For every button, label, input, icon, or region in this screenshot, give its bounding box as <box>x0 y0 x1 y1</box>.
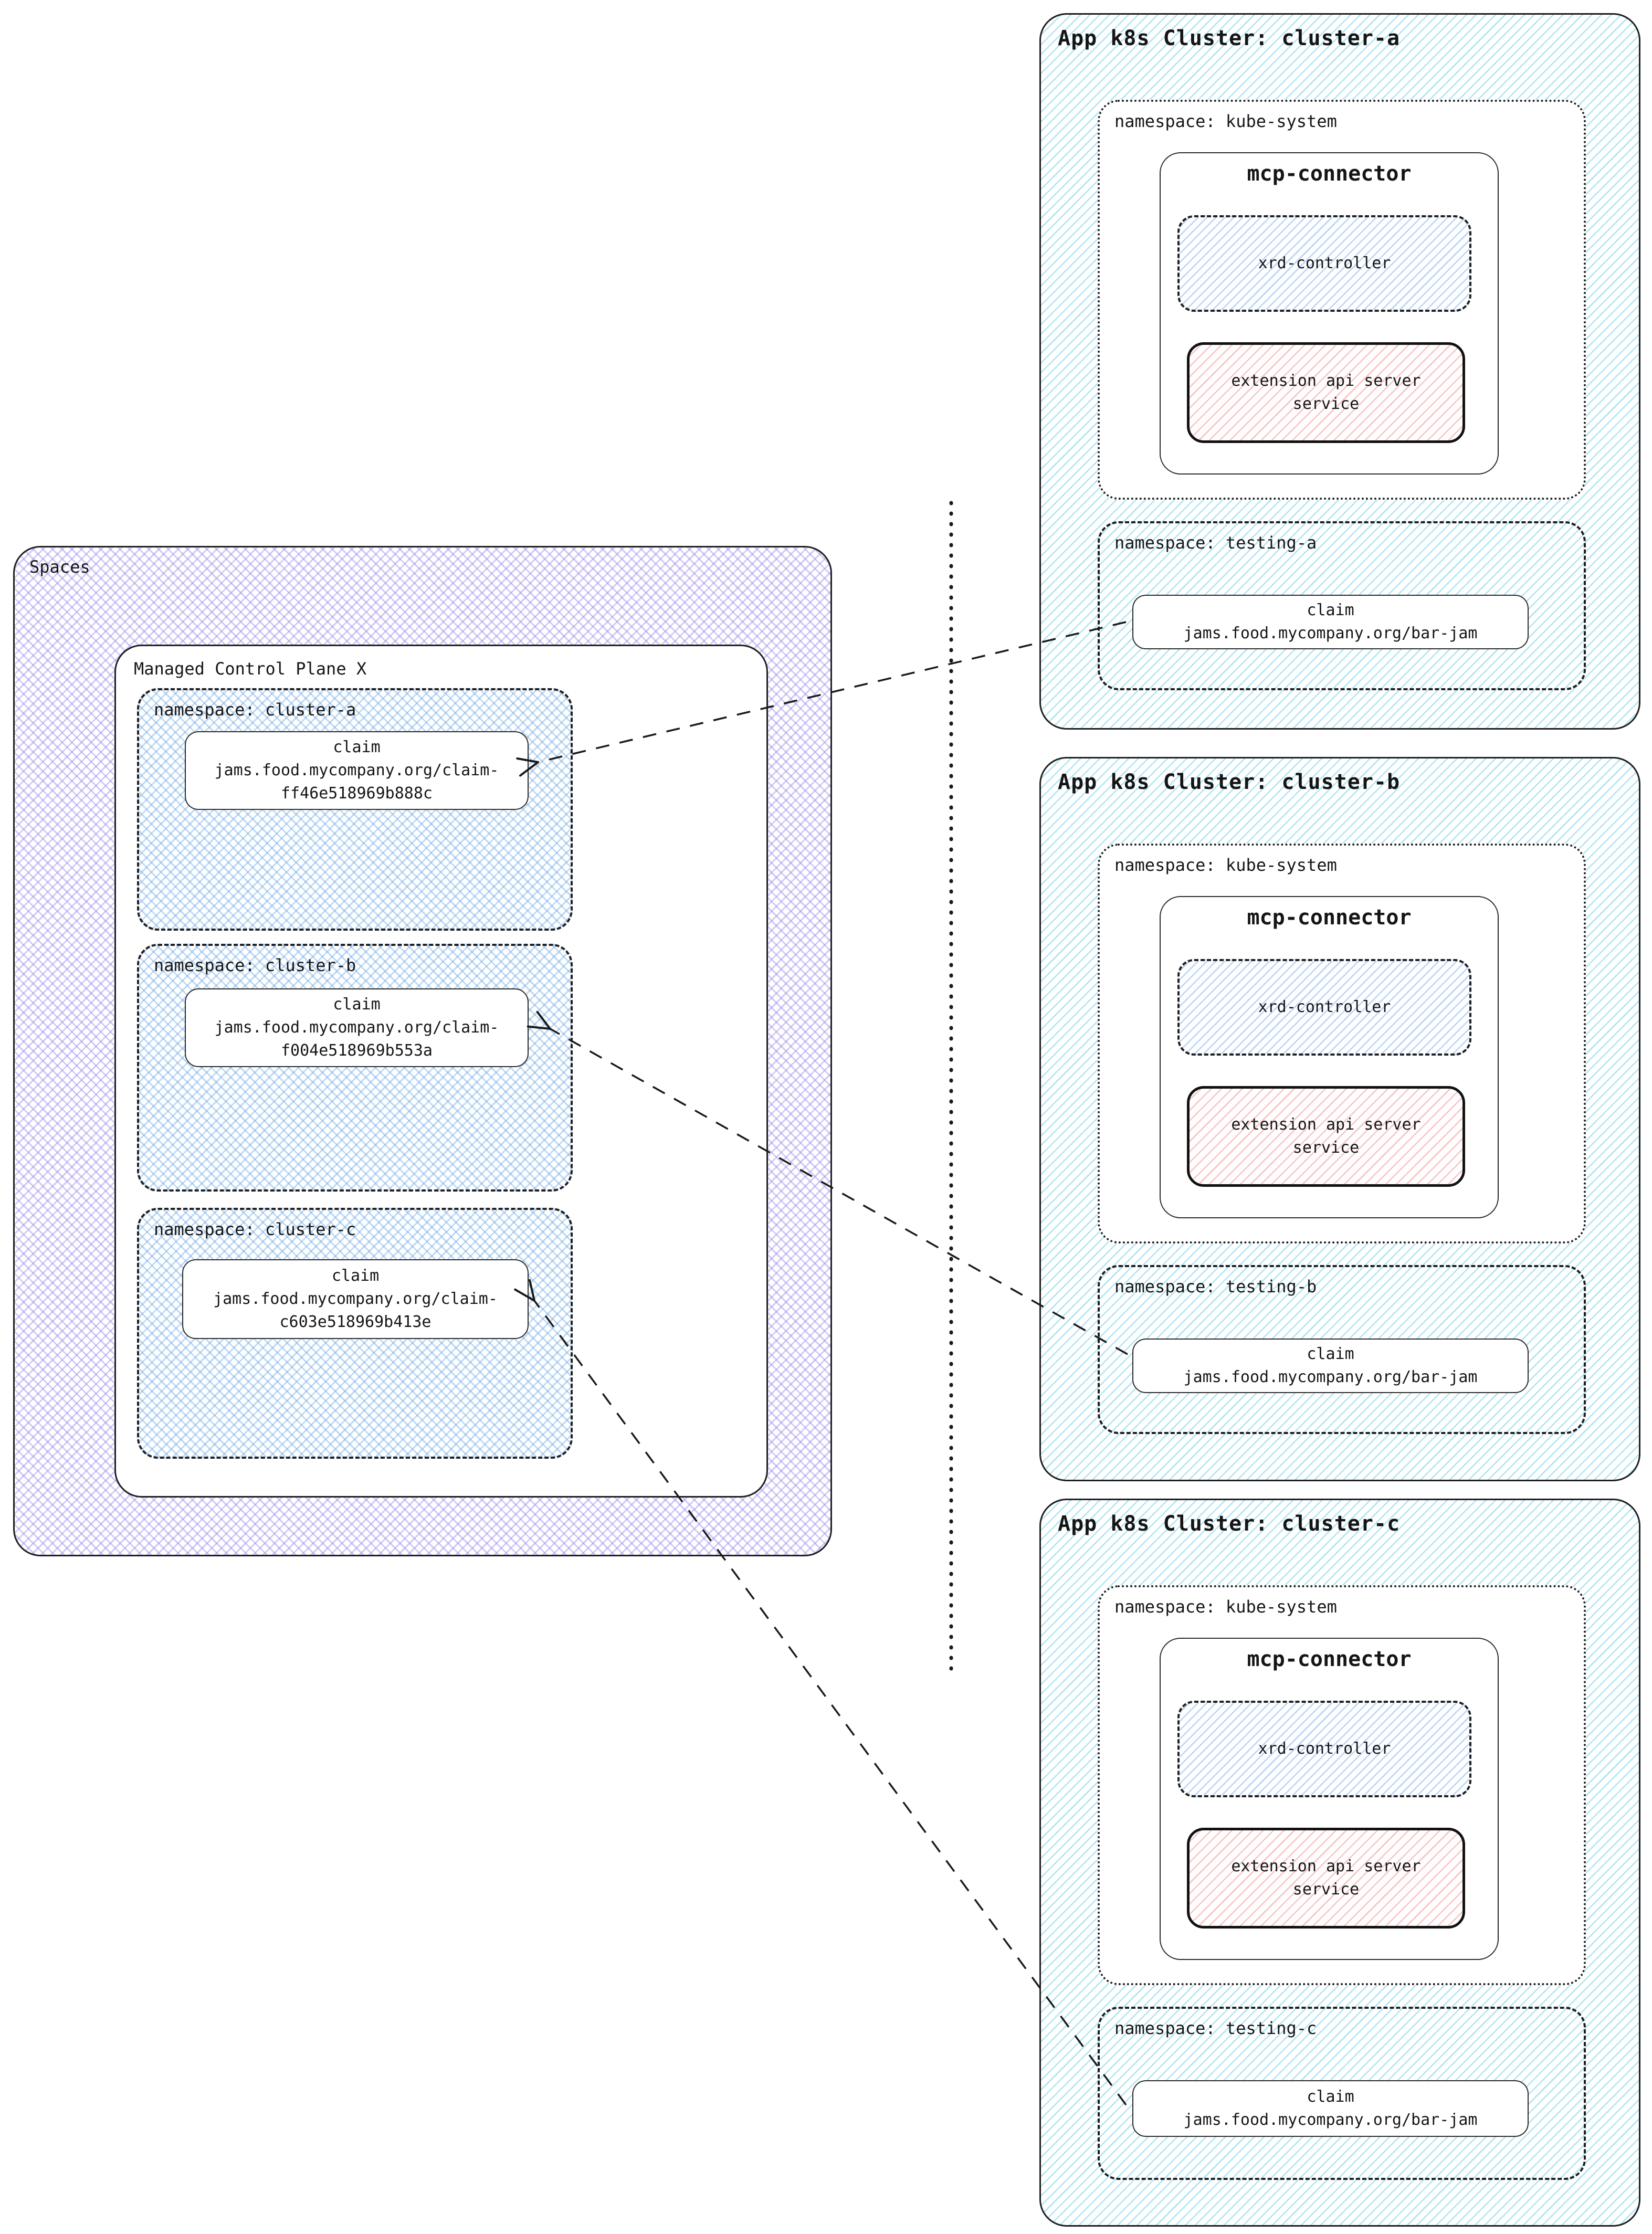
claim-path-line2: c603e518969b413e <box>279 1313 432 1331</box>
app-cluster-b-title: App k8s Cluster: cluster-b <box>1058 770 1401 794</box>
claim-path-line2: f004e518969b553a <box>281 1041 433 1060</box>
namespace-kube-system-b: namespace: kube-system mcp-connector xrd… <box>1098 844 1586 1244</box>
claim-title: claim <box>1307 1345 1354 1363</box>
claim-path: jams.food.mycompany.org/bar-jam <box>1183 2111 1478 2129</box>
extension-api-server-b: extension api server service <box>1187 1086 1465 1187</box>
extension-api-server-a-line2: service <box>1292 395 1360 413</box>
claim-path-line1: jams.food.mycompany.org/claim- <box>214 761 499 779</box>
namespace-cluster-c: namespace: cluster-c claim jams.food.myc… <box>137 1208 573 1459</box>
namespace-testing-c: namespace: testing-c claim jams.food.myc… <box>1098 2007 1586 2180</box>
extension-api-server-b-line2: service <box>1292 1139 1360 1157</box>
mcp-connector-b-title: mcp-connector <box>1247 905 1412 930</box>
namespace-cluster-b: namespace: cluster-b claim jams.food.myc… <box>137 944 573 1192</box>
app-cluster-a-title: App k8s Cluster: cluster-a <box>1058 26 1401 50</box>
managed-control-plane-title: Managed Control Plane X <box>134 659 367 679</box>
claim-box-testing-b: claim jams.food.mycompany.org/bar-jam <box>1132 1339 1529 1393</box>
claim-title: claim <box>1307 2088 1354 2106</box>
claim-title: claim <box>333 995 381 1014</box>
mcp-connector-c-title: mcp-connector <box>1247 1647 1412 1671</box>
claim-path-line1: jams.food.mycompany.org/claim- <box>213 1290 498 1308</box>
namespace-cluster-b-label: namespace: cluster-b <box>154 955 356 975</box>
namespace-testing-b: namespace: testing-b claim jams.food.myc… <box>1098 1265 1586 1434</box>
managed-control-plane-box: Managed Control Plane X namespace: clust… <box>114 645 768 1498</box>
namespace-testing-b-label: namespace: testing-b <box>1114 1277 1317 1297</box>
extension-api-server-c-line2: service <box>1292 1880 1360 1899</box>
claim-path-line2: ff46e518969b888c <box>281 784 433 803</box>
mcp-connector-a-title: mcp-connector <box>1247 162 1412 186</box>
xrd-controller-a-label: xrd-controller <box>1258 254 1391 272</box>
claim-path-line1: jams.food.mycompany.org/claim- <box>214 1018 499 1037</box>
claim-title: claim <box>1307 601 1354 619</box>
namespace-kube-system-a-label: namespace: kube-system <box>1114 111 1337 131</box>
app-cluster-c-title: App k8s Cluster: cluster-c <box>1058 1512 1401 1536</box>
namespace-kube-system-b-label: namespace: kube-system <box>1114 855 1337 875</box>
xrd-controller-c-label: xrd-controller <box>1258 1740 1391 1758</box>
spaces-title: Spaces <box>29 557 90 577</box>
xrd-controller-c: xrd-controller <box>1177 1701 1471 1797</box>
app-cluster-c: App k8s Cluster: cluster-c namespace: ku… <box>1039 1499 1640 2227</box>
xrd-controller-b-label: xrd-controller <box>1258 998 1391 1016</box>
claim-box-testing-a: claim jams.food.mycompany.org/bar-jam <box>1132 595 1529 649</box>
claim-box-cluster-c: claim jams.food.mycompany.org/claim- c60… <box>182 1259 529 1339</box>
extension-api-server-b-line1: extension api server <box>1231 1115 1421 1134</box>
mcp-connector-b: mcp-connector xrd-controller extension a… <box>1160 896 1499 1218</box>
namespace-kube-system-c-label: namespace: kube-system <box>1114 1597 1337 1617</box>
claim-path: jams.food.mycompany.org/bar-jam <box>1183 1368 1478 1386</box>
claim-title: claim <box>333 738 381 756</box>
xrd-controller-a: xrd-controller <box>1177 215 1471 312</box>
extension-api-server-a-line1: extension api server <box>1231 372 1421 390</box>
namespace-kube-system-a: namespace: kube-system mcp-connector xrd… <box>1098 100 1586 500</box>
claim-box-cluster-b: claim jams.food.mycompany.org/claim- f00… <box>185 988 529 1067</box>
claim-box-cluster-a: claim jams.food.mycompany.org/claim- ff4… <box>185 731 529 810</box>
xrd-controller-b: xrd-controller <box>1177 959 1471 1056</box>
mcp-connector-c: mcp-connector xrd-controller extension a… <box>1160 1638 1499 1960</box>
namespace-cluster-c-label: namespace: cluster-c <box>154 1219 356 1239</box>
namespace-testing-a-label: namespace: testing-a <box>1114 533 1317 553</box>
mcp-connector-a: mcp-connector xrd-controller extension a… <box>1160 152 1499 475</box>
claim-title: claim <box>331 1267 380 1285</box>
namespace-testing-a: namespace: testing-a claim jams.food.myc… <box>1098 521 1586 690</box>
claim-box-testing-c: claim jams.food.mycompany.org/bar-jam <box>1132 2080 1529 2137</box>
claim-path: jams.food.mycompany.org/bar-jam <box>1183 624 1478 642</box>
namespace-cluster-a: namespace: cluster-a claim jams.food.myc… <box>137 688 573 931</box>
namespace-cluster-a-label: namespace: cluster-a <box>154 700 356 720</box>
extension-api-server-a: extension api server service <box>1187 342 1465 443</box>
extension-api-server-c: extension api server service <box>1187 1828 1465 1929</box>
namespace-testing-c-label: namespace: testing-c <box>1114 2018 1317 2038</box>
app-cluster-b: App k8s Cluster: cluster-b namespace: ku… <box>1039 757 1640 1481</box>
app-cluster-a: App k8s Cluster: cluster-a namespace: ku… <box>1039 13 1640 730</box>
namespace-kube-system-c: namespace: kube-system mcp-connector xrd… <box>1098 1585 1586 1985</box>
extension-api-server-c-line1: extension api server <box>1231 1857 1421 1875</box>
